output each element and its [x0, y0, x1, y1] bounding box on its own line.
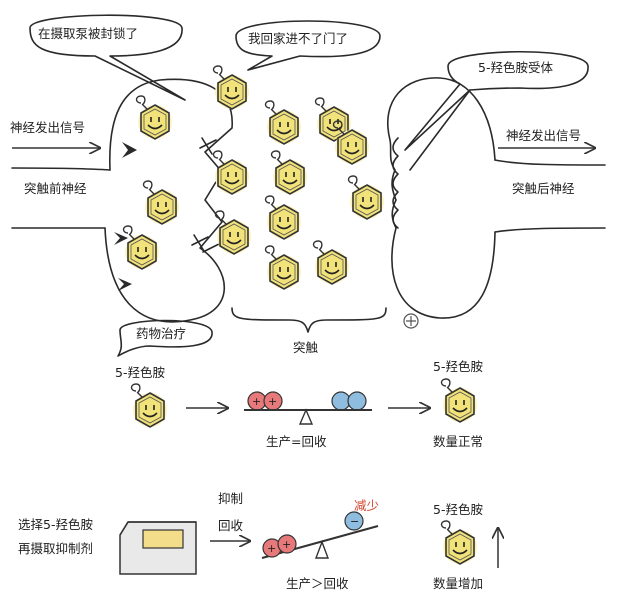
bubble-reuptake-blocked: 在摄取泵被封锁了	[29, 14, 186, 101]
serotonin-molecule-icon	[122, 225, 160, 270]
seesaw-tilted: + + −	[261, 511, 379, 559]
serotonin-molecule-icon	[312, 240, 350, 285]
serotonin-label-2: 5-羟色胺	[433, 359, 483, 374]
ssri-line1: 选择5-羟色胺	[18, 517, 93, 532]
svg-text:+: +	[282, 538, 291, 551]
bubble-drug-treatment: 药物治疗	[117, 319, 213, 357]
synapse-brace	[231, 307, 387, 333]
inhibit-label: 抑制	[218, 491, 243, 506]
bubble-receptor-text: 5-羟色胺受体	[478, 60, 553, 75]
drug-treatment-text: 药物治疗	[136, 326, 186, 341]
serotonin-molecule-icon	[130, 383, 168, 428]
serotonin-molecule-cluster	[122, 65, 385, 290]
count-normal-label: 数量正常	[433, 434, 483, 449]
serotonin-molecule-icon	[440, 378, 478, 423]
bubble-reuptake-blocked-text: 在摄取泵被封锁了	[38, 26, 138, 41]
serotonin-label-1: 5-羟色胺	[115, 365, 165, 380]
serotonin-molecule-icon	[270, 150, 308, 195]
balance-normal-label: 生产=回收	[266, 434, 327, 449]
serotonin-molecule-icon	[142, 180, 180, 225]
decrease-label: 减少	[354, 498, 379, 513]
svg-text:−: −	[350, 515, 359, 528]
serotonin-molecule-icon	[212, 150, 250, 195]
svg-text:+: +	[252, 395, 261, 408]
medicine-box-icon	[119, 521, 197, 575]
presynaptic-label: 突触前神经	[24, 181, 87, 196]
nerve-signal-right-label: 神经发出信号	[506, 128, 581, 143]
balance-more-label: 生产＞回收	[286, 576, 349, 591]
bubble-cant-go-home-text: 我回家进不了门了	[248, 31, 348, 46]
move-cursor-icon	[403, 313, 419, 329]
ssri-line2: 再摄取抑制剂	[18, 541, 93, 556]
serotonin-molecule-icon	[264, 245, 302, 290]
serotonin-molecule-icon	[264, 195, 302, 240]
postsynaptic-neuron	[387, 77, 606, 319]
serotonin-molecule-icon	[440, 520, 478, 565]
svg-text:+: +	[267, 542, 276, 555]
count-increase-label: 数量增加	[433, 576, 483, 591]
serotonin-label-3: 5-羟色胺	[433, 502, 483, 517]
serotonin-molecule-icon	[264, 100, 302, 145]
bubble-receptor: 5-羟色胺受体	[404, 50, 589, 171]
serotonin-molecule-icon	[212, 65, 250, 110]
bubble-cant-go-home: 我回家进不了门了	[235, 20, 381, 71]
presynaptic-neuron	[11, 78, 233, 323]
synapse-label: 突触	[293, 340, 319, 355]
postsynaptic-label: 突触后神经	[512, 181, 575, 196]
svg-text:+: +	[268, 395, 277, 408]
nerve-signal-left-label: 神经发出信号	[10, 120, 85, 135]
reuptake-pump-icon	[114, 137, 220, 291]
serotonin-molecule-icon	[214, 210, 252, 255]
seesaw-balanced: + +	[244, 391, 372, 425]
serotonin-molecule-icon	[135, 95, 173, 140]
recycle-label: 回收	[218, 518, 244, 533]
serotonin-molecule-icon	[347, 175, 385, 220]
